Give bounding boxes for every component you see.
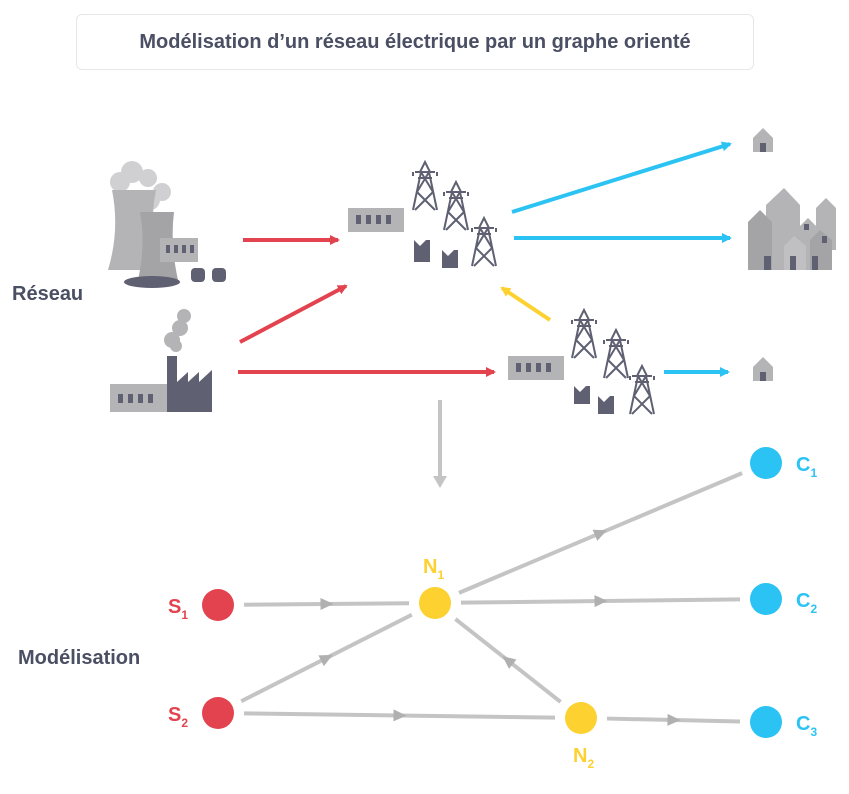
diagram-title: Modélisation d’un réseau électrique par … bbox=[76, 14, 754, 70]
graph-node-N1: N1 bbox=[419, 556, 451, 619]
edge-arrow-icon bbox=[320, 598, 334, 611]
graph-node-C2: C2 bbox=[750, 583, 817, 616]
house-icon bbox=[753, 128, 773, 152]
node-label-subscript: 2 bbox=[181, 716, 188, 730]
edge-arrow-icon bbox=[393, 709, 407, 722]
graph-node-S2: S2 bbox=[168, 697, 234, 730]
graph-edge-N2-N1 bbox=[454, 617, 562, 704]
node-label-letter: N bbox=[423, 556, 437, 578]
graph-node-C3: C3 bbox=[750, 706, 817, 739]
node-circle bbox=[750, 583, 782, 615]
graph-edge-S2-N2 bbox=[243, 709, 556, 722]
edge-arrow-icon bbox=[502, 656, 517, 669]
graph-edge-S2-N1 bbox=[240, 612, 413, 704]
modelisation-label: Modélisation bbox=[18, 647, 141, 669]
graph-edges bbox=[240, 471, 743, 726]
node-label-letter: C bbox=[796, 454, 810, 476]
down-arrow-icon bbox=[433, 400, 447, 488]
power-flow-arrows bbox=[238, 141, 732, 377]
node-label-subscript: 1 bbox=[810, 466, 817, 480]
node-label: C1 bbox=[796, 454, 817, 480]
node-circle bbox=[202, 697, 234, 729]
node-label-subscript: 3 bbox=[810, 725, 817, 739]
node-label-letter: C bbox=[796, 590, 810, 612]
node-label: S1 bbox=[168, 596, 188, 622]
graph-node-S1: S1 bbox=[168, 589, 234, 622]
factory-icon bbox=[110, 309, 212, 412]
graph-edge-N1-C1 bbox=[458, 471, 743, 595]
edge-arrow-icon bbox=[318, 654, 333, 667]
node-circle bbox=[419, 587, 451, 619]
node-circle bbox=[565, 702, 597, 734]
node-label-letter: C bbox=[796, 713, 810, 735]
node-label-subscript: 1 bbox=[181, 608, 188, 622]
node-label: N1 bbox=[423, 556, 444, 582]
graph-node-C1: C1 bbox=[750, 447, 817, 480]
node-label-letter: S bbox=[168, 704, 181, 726]
house-icon bbox=[753, 357, 773, 381]
city-icon bbox=[748, 188, 836, 270]
graph-node-N2: N2 bbox=[565, 702, 597, 771]
node-circle bbox=[202, 589, 234, 621]
graph-edge-S1-N1 bbox=[243, 598, 410, 611]
graph-edge-N1-C2 bbox=[460, 595, 741, 608]
node-circle bbox=[750, 447, 782, 479]
node-circle bbox=[750, 706, 782, 738]
node-label: C3 bbox=[796, 713, 817, 739]
node-label-letter: S bbox=[168, 596, 181, 618]
nuclear-plant-icon bbox=[108, 161, 226, 288]
graph-edge-N2-C3 bbox=[606, 713, 741, 726]
edge-arrow-icon bbox=[594, 595, 608, 608]
node-label-subscript: 2 bbox=[810, 602, 817, 616]
edge-arrow-icon bbox=[592, 529, 607, 541]
substation-icon bbox=[348, 208, 458, 268]
node-label-subscript: 2 bbox=[587, 757, 594, 771]
node-label: S2 bbox=[168, 704, 188, 730]
reseau-label: Réseau bbox=[12, 283, 84, 305]
edge-arrow-icon bbox=[667, 713, 681, 726]
node-label-subscript: 1 bbox=[437, 568, 444, 582]
substation-icon bbox=[508, 356, 614, 414]
node-label: N2 bbox=[573, 745, 594, 771]
node-label-letter: N bbox=[573, 745, 587, 767]
node-label: C2 bbox=[796, 590, 817, 616]
